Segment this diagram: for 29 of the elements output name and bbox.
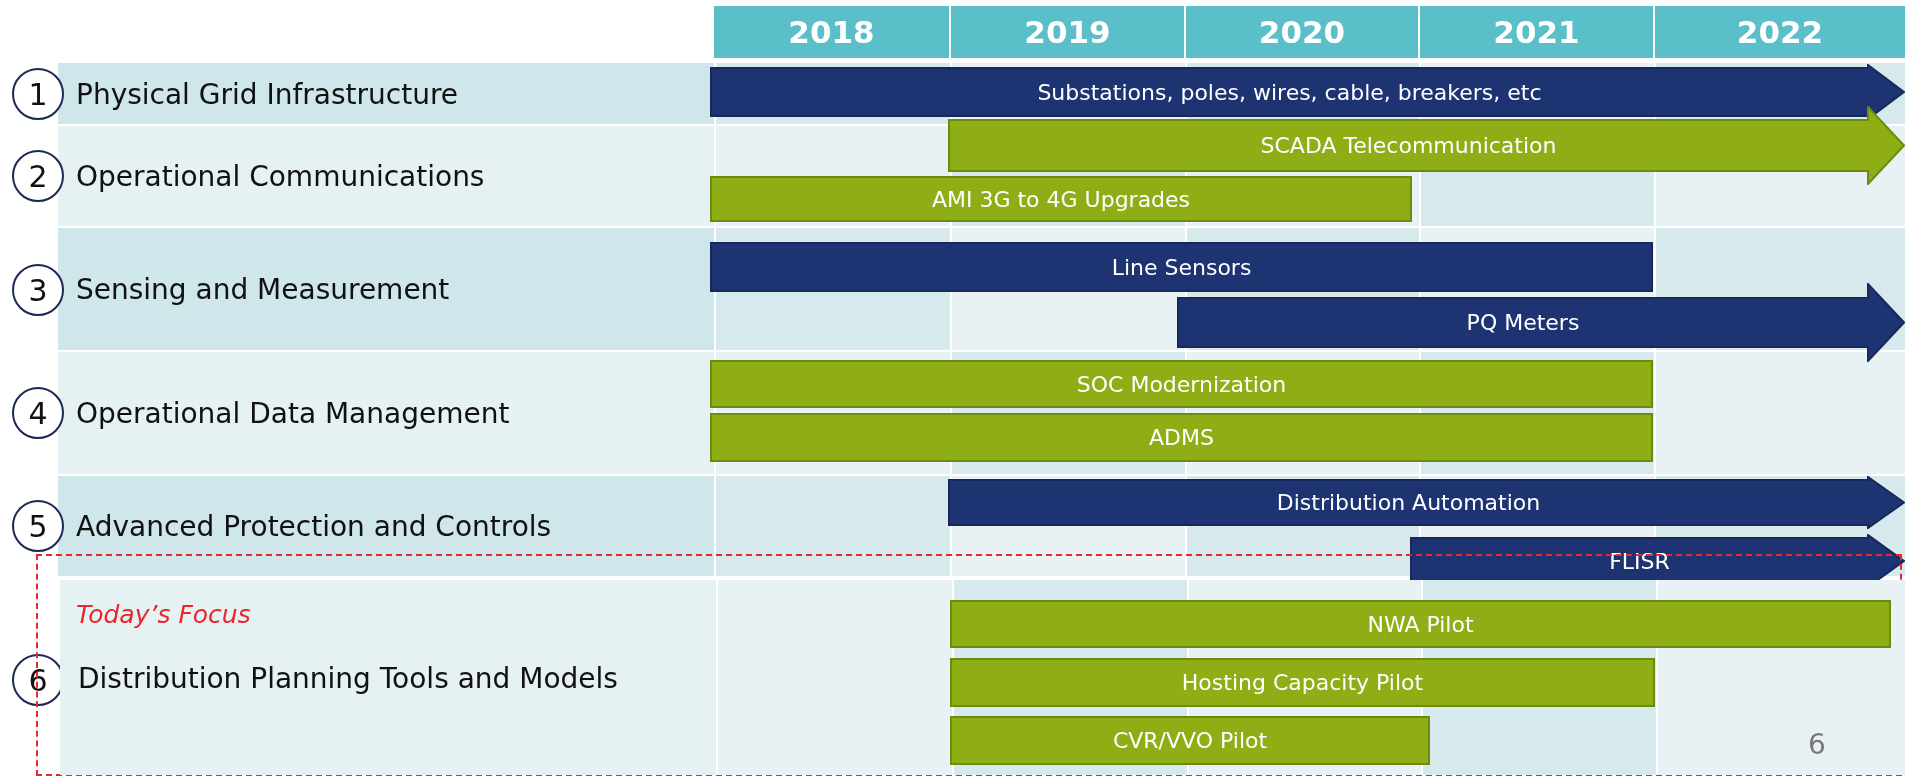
row-label: Operational Data Management [76, 396, 510, 430]
row-label: Physical Grid Infrastructure [76, 77, 459, 110]
year-header: 2020 [1186, 6, 1418, 58]
timeline-bar: ADMS [710, 413, 1653, 462]
row-label: Distribution Planning Tools and Models [78, 661, 618, 694]
focus-note: Today’s Focus [76, 600, 251, 629]
timeline-bar: SOC Modernization [710, 360, 1653, 408]
number-circle: 5 [12, 500, 64, 552]
arrow-bar: Distribution Automation [948, 476, 1905, 529]
number-circle: 3 [12, 264, 64, 316]
year-header: 2022 [1655, 6, 1905, 58]
timeline-bar: NWA Pilot [950, 600, 1891, 648]
timeline-bar: AMI 3G to 4G Upgrades [710, 176, 1412, 222]
number-circle: 4 [12, 387, 64, 439]
page-number: 6 [1808, 728, 1826, 761]
arrow-bar: PQ Meters [1177, 283, 1905, 362]
number-circle: 1 [12, 68, 64, 120]
timeline-bar: Hosting Capacity Pilot [950, 658, 1655, 707]
year-header: 2018 [714, 6, 949, 58]
timeline-bar: Line Sensors [710, 242, 1653, 292]
arrow-bar: SCADA Telecommunication [948, 106, 1905, 185]
arrow-bar: Substations, poles, wires, cable, breakers, etc [710, 64, 1905, 120]
year-header: 2019 [951, 6, 1184, 58]
timeline-bar: CVR/VVO Pilot [950, 716, 1430, 765]
number-circle: 2 [12, 150, 64, 202]
row-label: Operational Communications [76, 159, 485, 193]
row-label: Advanced Protection and Controls [76, 509, 552, 543]
year-header: 2021 [1420, 6, 1653, 58]
row-label: Sensing and Measurement [76, 272, 450, 306]
